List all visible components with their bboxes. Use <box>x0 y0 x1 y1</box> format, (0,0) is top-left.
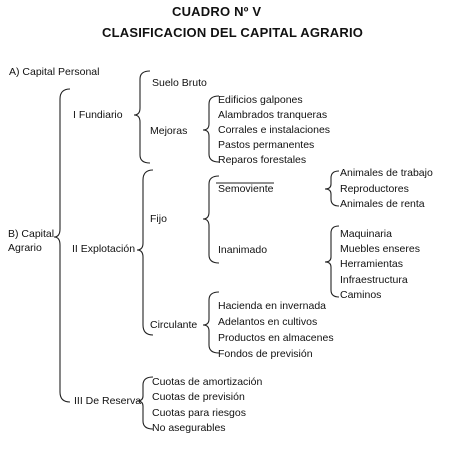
mejoras-item: Alambrados tranqueras <box>218 109 328 121</box>
bracket-semoviente <box>324 170 340 207</box>
inanimado-item: Muebles enseres <box>340 243 420 255</box>
inanimado-label: Inanimado <box>218 244 268 256</box>
semoviente-item: Animales de trabajo <box>340 167 433 179</box>
bracket-capital-agrario <box>53 88 71 403</box>
reserva-item: Cuotas de previsión <box>152 391 245 403</box>
fijo-label: Fijo <box>150 213 167 225</box>
mejoras-label: Mejoras <box>150 125 188 137</box>
mejoras-item: Corrales e instalaciones <box>218 124 331 136</box>
capital-agrario-label-line1: B) Capital <box>8 228 55 240</box>
mejoras-item: Reparos forestales <box>218 154 307 166</box>
semoviente-item: Animales de renta <box>340 198 425 210</box>
chart-subtitle: CLASIFICACION DEL CAPITAL AGRARIO <box>102 25 364 40</box>
capital-agrario-label-line2: Agrario <box>8 242 42 254</box>
bracket-fundiario <box>133 70 151 164</box>
bracket-explotacion <box>136 169 154 336</box>
reserva-item: No asegurables <box>152 422 226 434</box>
fundiario-label: I Fundiario <box>73 109 123 121</box>
circulante-label: Circulante <box>150 319 198 331</box>
inanimado-item: Caminos <box>340 289 382 301</box>
bracket-inanimado <box>324 225 340 298</box>
inanimado-item: Herramientas <box>340 258 404 270</box>
chart-title: CUADRO Nº V <box>172 4 262 19</box>
circulante-item: Adelantos en cultivos <box>218 316 318 328</box>
bracket-mejoras <box>202 95 220 163</box>
circulante-item: Hacienda en invernada <box>218 300 326 312</box>
explotacion-label: II Explotación <box>72 243 136 255</box>
semoviente-label: Semoviente <box>218 183 274 195</box>
inanimado-item: Maquinaria <box>340 228 392 240</box>
reserva-item: Cuotas para riesgos <box>152 407 246 419</box>
circulante-item: Productos en almacenes <box>218 332 334 344</box>
mejoras-item: Edificios galpones <box>218 94 303 106</box>
semoviente-item: Reproductores <box>340 183 409 195</box>
capital-personal-label: A) Capital Personal <box>9 66 100 78</box>
circulante-item: Fondos de previsión <box>218 348 313 360</box>
mejoras-item: Pastos permanentes <box>218 139 315 151</box>
reserva-label: III De Reserva <box>74 395 142 407</box>
bracket-circulante <box>202 291 220 354</box>
reserva-item: Cuotas de amortización <box>152 376 263 388</box>
inanimado-item: Infraestructura <box>340 274 408 286</box>
suelo-bruto-label: Suelo Bruto <box>152 77 207 89</box>
bracket-fijo <box>202 175 220 264</box>
